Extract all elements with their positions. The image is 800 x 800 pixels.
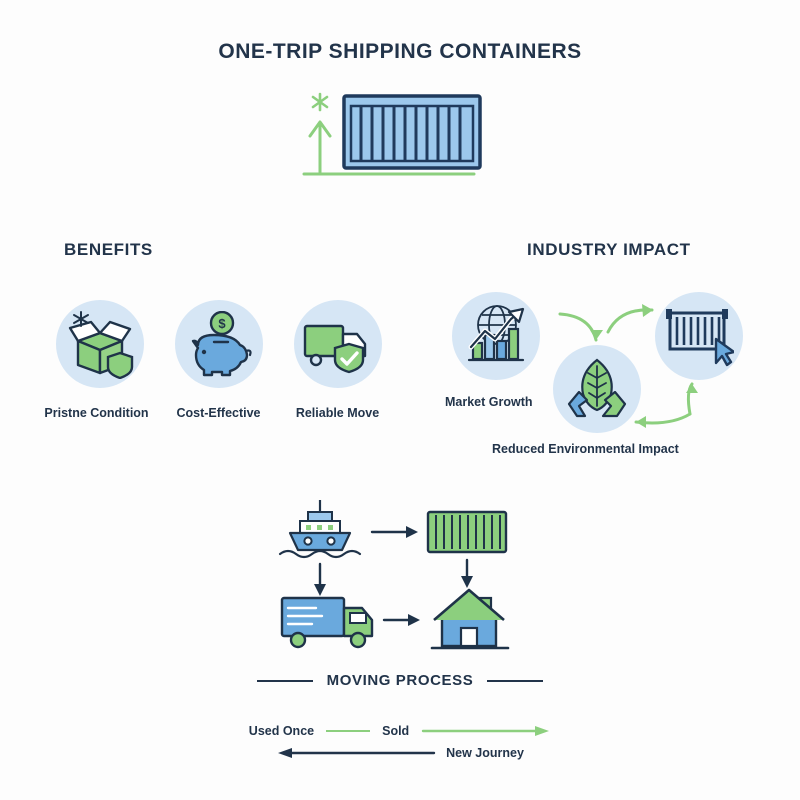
industry-impact-section: Market Growth Reduced Environmental Impa… [440, 292, 760, 467]
benefit-item: $ Cost-Effective [167, 300, 270, 420]
delivery-truck-icon [280, 596, 374, 649]
legend-arrow-left-icon [278, 748, 436, 758]
section-heading-industry-impact: INDUSTRY IMPACT [527, 240, 691, 259]
container-cursor-icon [655, 292, 743, 380]
impact-label: Reduced Environmental Impact [492, 442, 679, 456]
divider-left [256, 679, 313, 682]
hero-illustration [296, 86, 496, 186]
sparkle-icon [311, 92, 329, 112]
legend-arrow-right-icon [422, 726, 550, 736]
legend-section: Used Once Sold New Journey [0, 724, 800, 760]
sparkle-icon [72, 311, 89, 327]
green-container-icon [426, 510, 508, 554]
section-heading-benefits: BENEFITS [64, 240, 153, 259]
impact-cycle-arrows [558, 304, 698, 428]
leaf-recycle-icon [553, 345, 641, 433]
divider-right [487, 679, 544, 682]
moving-process-label: MOVING PROCESS [326, 672, 474, 689]
house-icon [430, 588, 510, 650]
check-icon [339, 351, 359, 366]
benefit-label: Pristne Condition [44, 406, 149, 420]
moving-process-heading: MOVING PROCESS [0, 672, 800, 689]
moving-process-diagram [276, 498, 526, 653]
impact-label: Market Growth [445, 395, 533, 409]
open-box-shield-icon [55, 300, 144, 388]
legend-sold: Sold [382, 724, 410, 738]
legend-new-journey: New Journey [446, 746, 524, 760]
shield-icon [106, 351, 133, 379]
benefit-label: Cost-Effective [176, 406, 261, 420]
globe-bar-chart-growth-icon [452, 292, 540, 380]
shield-icon [333, 342, 364, 374]
legend-used-once: Used Once [248, 724, 315, 738]
cargo-ship-icon [278, 500, 362, 559]
piggy-bank-icon: $ [174, 300, 263, 388]
arrow-curve-down [558, 312, 598, 342]
benefits-section: Pristne Condition $ Cost-Effective [44, 300, 393, 420]
benefit-label: Reliable Move [295, 406, 380, 420]
up-arrow-icon [302, 120, 476, 176]
page-title: ONE-TRIP SHIPPING CONTAINERS [218, 40, 582, 63]
cursor-icon [714, 337, 734, 367]
benefit-item: Pristne Condition [44, 300, 151, 420]
svg-text:$: $ [218, 316, 226, 331]
shipping-container-icon [342, 94, 482, 170]
process-arrows [314, 526, 473, 626]
benefit-item: Reliable Move [286, 300, 389, 420]
truck-shield-check-icon [293, 300, 382, 388]
legend-dash [326, 730, 371, 732]
